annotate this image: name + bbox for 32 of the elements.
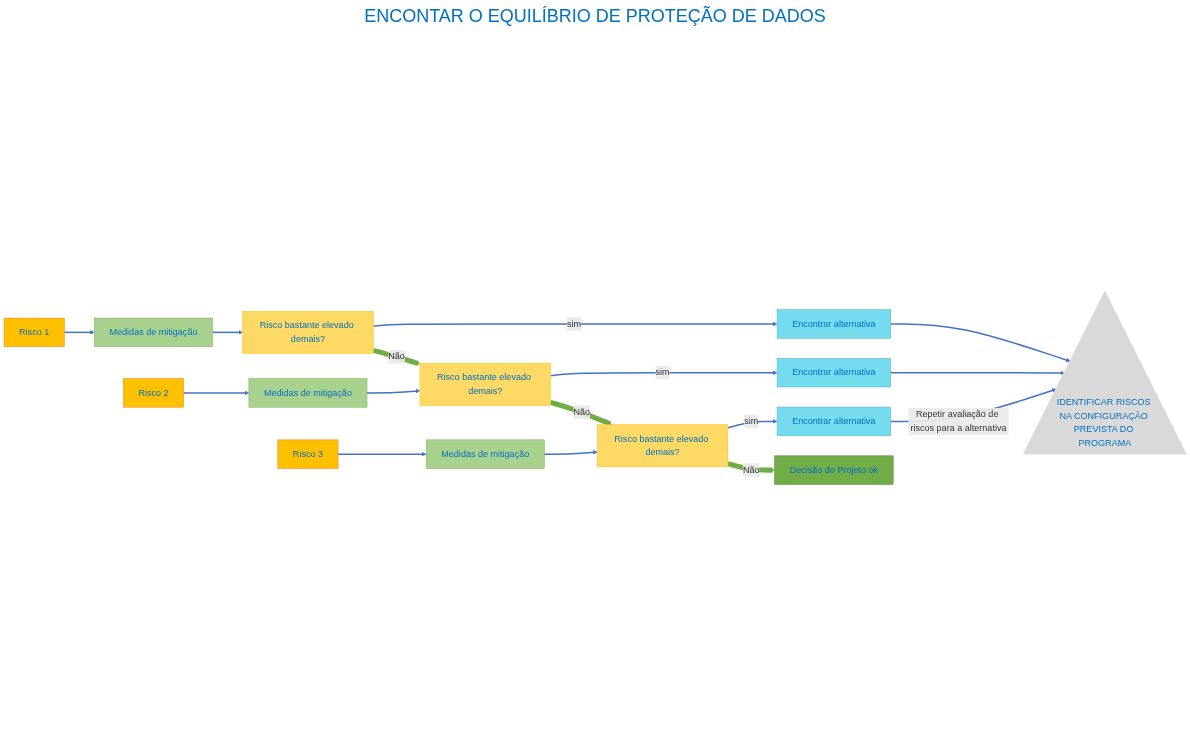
arrow (182, 390, 250, 396)
arrow (549, 370, 778, 377)
arrow (889, 323, 1071, 363)
edge-label: Repetir avaliação de riscos para a alternativa (910, 409, 1007, 433)
node-box: Encontrar alternativa (776, 309, 891, 339)
node-box: Risco bastante elevado demais? (597, 424, 729, 468)
node-box: Medidas de mitigação (425, 439, 545, 469)
arrow (366, 388, 421, 394)
arrow (889, 370, 1065, 376)
arrow (372, 321, 778, 327)
node-box: Risco 1 (3, 317, 65, 347)
node-box: Risco 2 (123, 378, 184, 408)
node-box: Risco 3 (277, 439, 339, 469)
arrow (63, 330, 95, 335)
edge-label: sim (655, 367, 670, 378)
node-box: Decisão do Projeto ok (774, 455, 894, 485)
edge-label: Não (388, 351, 405, 362)
node-box: Medidas de mitigação (248, 378, 368, 408)
arrow (372, 347, 421, 366)
arrow (543, 450, 598, 455)
node-box: Risco bastante elevado demais? (419, 363, 551, 406)
diagram-title: ENCONTAR O EQUILÍBRIO DE PROTEÇÃO DE DADOS (363, 6, 827, 27)
edge-label: sim (566, 318, 581, 329)
node-box: Encontrar alternativa (776, 406, 891, 436)
node-box: Risco bastante elevado demais? (242, 311, 374, 354)
arrow (211, 330, 243, 335)
node-box: Medidas de mitigação (94, 317, 213, 347)
edge-label: sim (744, 416, 759, 427)
arrow (337, 451, 427, 457)
edge-label: Não (742, 464, 760, 475)
edge-label: Não (573, 406, 591, 417)
node-box: Encontrar alternativa (776, 358, 891, 388)
